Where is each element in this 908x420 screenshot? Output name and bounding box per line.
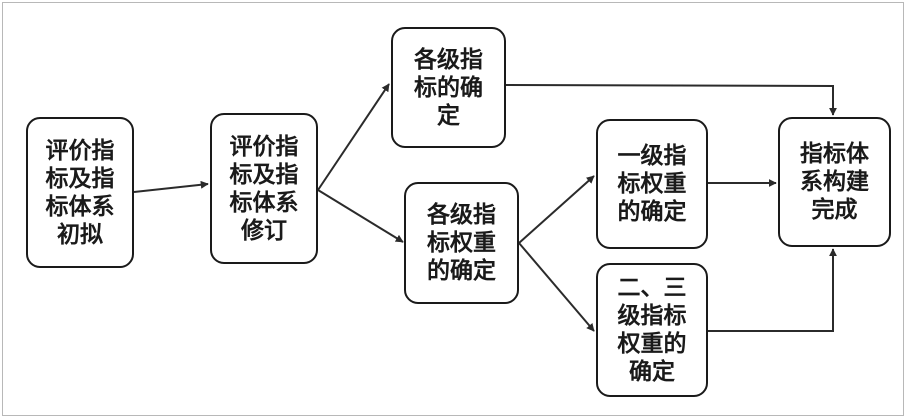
node-system-complete-label: 指标体 系构建 完成 (800, 141, 869, 223)
node-initial-draft: 评价指 标及指 标体系 初拟 (26, 117, 134, 268)
node-revision-label: 评价指 标及指 标体系 修订 (229, 133, 299, 244)
arrow-revision-to-levels (317, 83, 390, 191)
node-system-complete: 指标体 系构建 完成 (778, 117, 891, 247)
arrow-revision-to-weights (317, 189, 404, 243)
node-level-determination-label: 各级指 标的确 定 (414, 46, 483, 129)
node-weight-determination: 各级指 标权重 的确定 (404, 182, 519, 304)
arrow-second-third-to-complete (708, 248, 837, 332)
node-second-third-level-weights: 二、三 级指标 权重的 确定 (596, 263, 708, 397)
node-initial-draft-label: 评价指 标及指 标体系 初拟 (45, 137, 115, 248)
arrow-weights-to-first (518, 175, 595, 244)
node-first-level-weights: 一级指 标权重 的确定 (596, 119, 708, 249)
image-frame (2, 2, 904, 416)
arrow-weights-to-second-third (518, 242, 595, 332)
node-revision: 评价指 标及指 标体系 修订 (210, 113, 318, 264)
arrow-draft-to-revision (133, 180, 209, 193)
node-first-level-weights-label: 一级指 标权重 的确定 (617, 143, 687, 225)
node-level-determination: 各级指 标的确 定 (391, 27, 506, 148)
node-second-third-level-weights-label: 二、三 级指标 权重的 确定 (617, 275, 687, 385)
node-weight-determination-label: 各级指 标权重 的确定 (427, 202, 496, 284)
arrow-levels-to-complete (505, 84, 837, 116)
